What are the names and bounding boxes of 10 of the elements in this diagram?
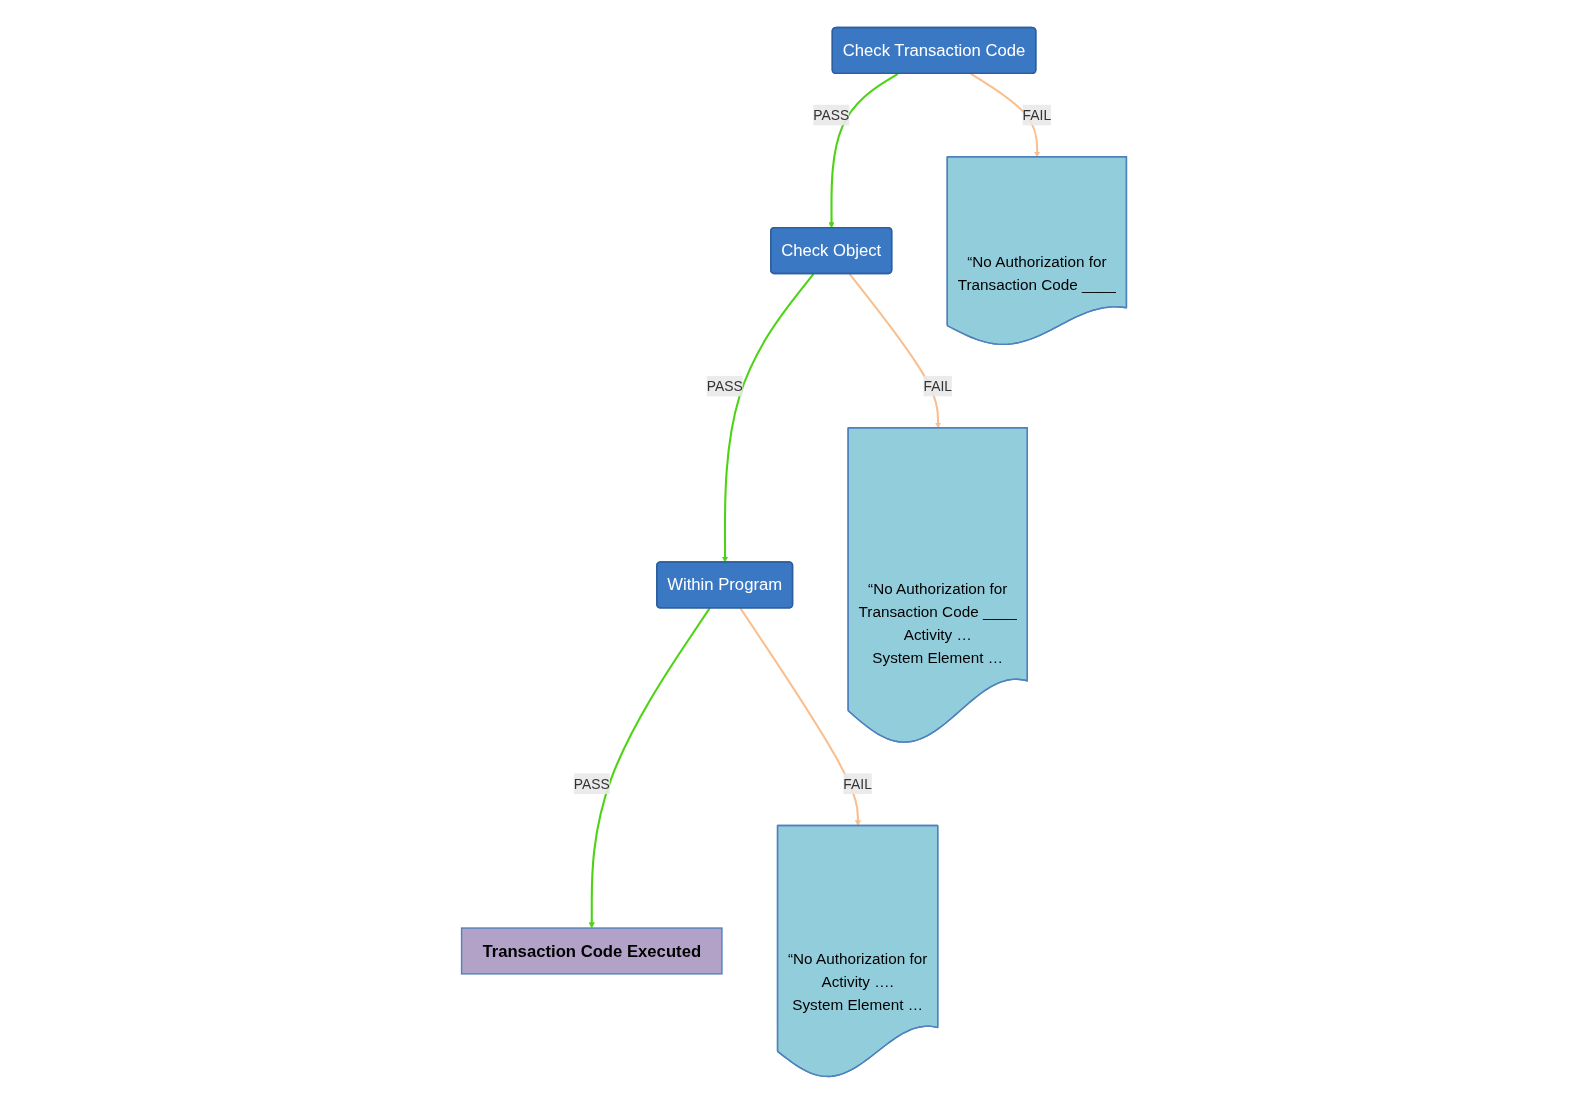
edge-label: PASS (573, 776, 610, 792)
edge-label: FAIL (922, 378, 952, 394)
edge-label: PASS (812, 107, 849, 123)
edge-label: FAIL (842, 776, 872, 792)
arrow (721, 273, 814, 563)
edge-label: FAIL (1022, 107, 1051, 123)
edge-label: PASS (706, 378, 743, 394)
arrow (828, 72, 898, 229)
node-box (460, 927, 723, 975)
arrow (588, 607, 711, 929)
